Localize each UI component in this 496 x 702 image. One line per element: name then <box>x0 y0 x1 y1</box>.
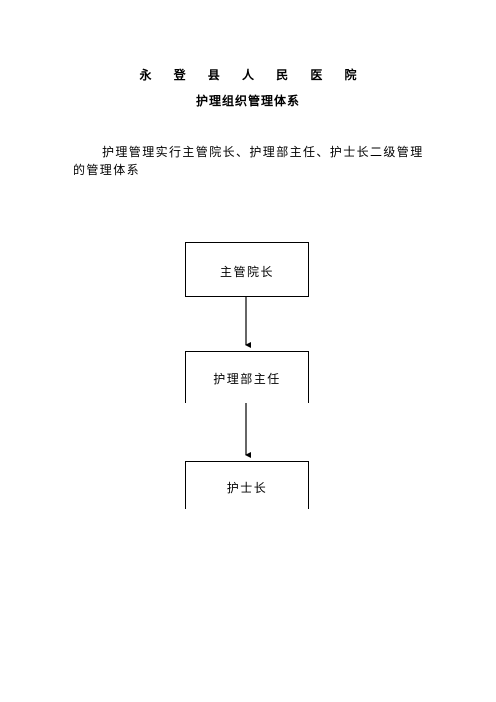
org-node-label: 主管院长 <box>219 265 274 279</box>
org-node-head-nurse: 护士长 <box>185 461 309 509</box>
document-title: 护理组织管理体系 <box>195 94 300 108</box>
org-node-label: 护理部主任 <box>213 372 281 386</box>
org-node-nursing-director: 护理部主任 <box>185 351 309 403</box>
org-node-label: 护士长 <box>226 481 268 495</box>
org-node-director: 主管院长 <box>185 242 309 297</box>
intro-paragraph: 护理管理实行主管院长、护理部主任、护士长二级管理的管理体系 <box>73 145 424 177</box>
hospital-name: 永 登 县 人 民 医 院 <box>139 68 366 82</box>
